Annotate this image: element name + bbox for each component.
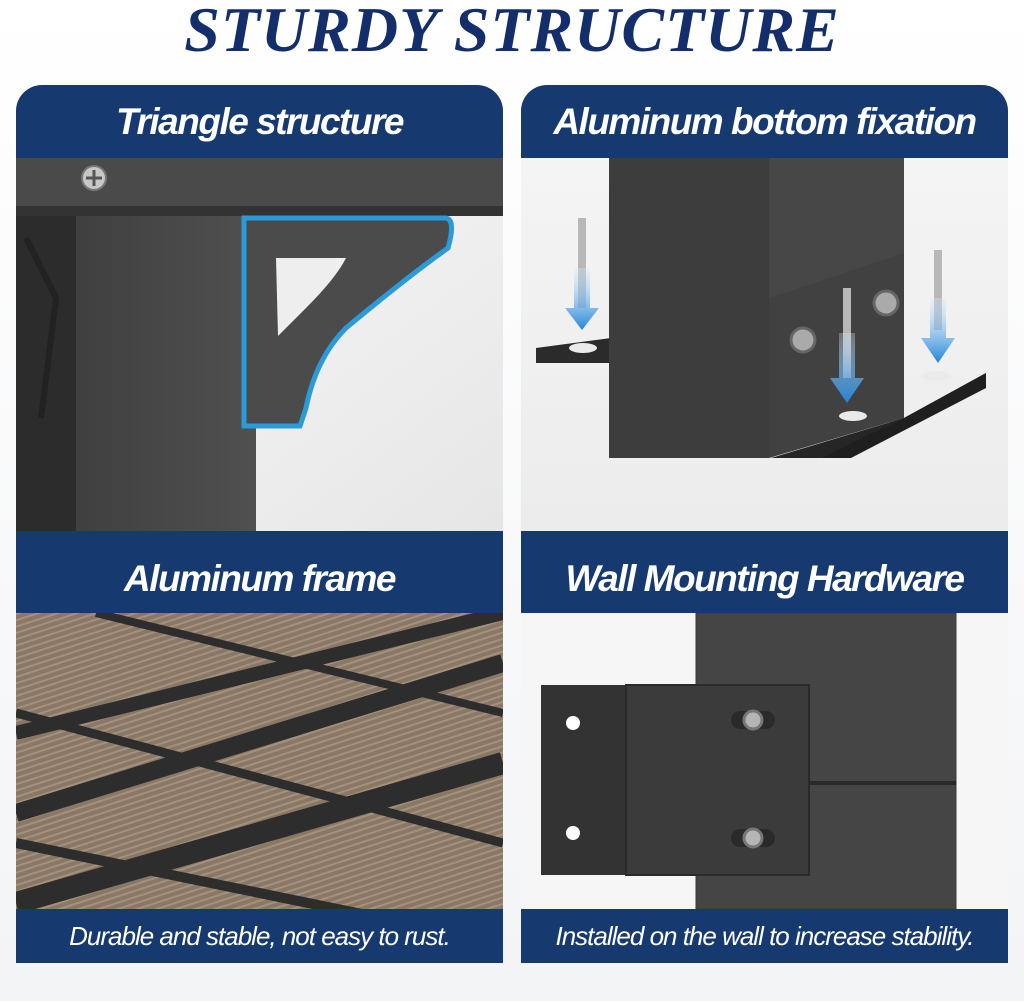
panel-caption: Installed on the wall to increase stabil… — [521, 909, 1008, 963]
aluminum-frame-photo — [16, 613, 503, 909]
panel-heading: Aluminum frame — [16, 545, 503, 613]
panel-wall-mounting-hardware: Wall Mounting Hardware Installed on the … — [521, 545, 1008, 963]
screw-icon — [81, 165, 107, 191]
panel-heading: Wall Mounting Hardware — [521, 545, 1008, 613]
triangle-bracket-photo — [16, 158, 503, 531]
page-title: STURDY STRUCTURE — [184, 0, 840, 65]
panel-aluminum-bottom-fixation: Aluminum bottom fixation — [521, 85, 1008, 587]
bolt-icon — [731, 709, 775, 849]
wall-mount-bracket-photo — [521, 613, 1008, 909]
panel-aluminum-frame: Aluminum frame Durable and stable, not e… — [16, 545, 503, 963]
arrow-down-icon — [565, 268, 955, 403]
bottom-fixation-photo — [521, 158, 1008, 531]
panel-caption: Durable and stable, not easy to rust. — [16, 909, 503, 963]
panel-triangle-structure: Triangle structure Bet — [16, 85, 503, 587]
panel-heading: Triangle structure — [16, 85, 503, 158]
panel-heading: Aluminum bottom fixation — [521, 85, 1008, 158]
